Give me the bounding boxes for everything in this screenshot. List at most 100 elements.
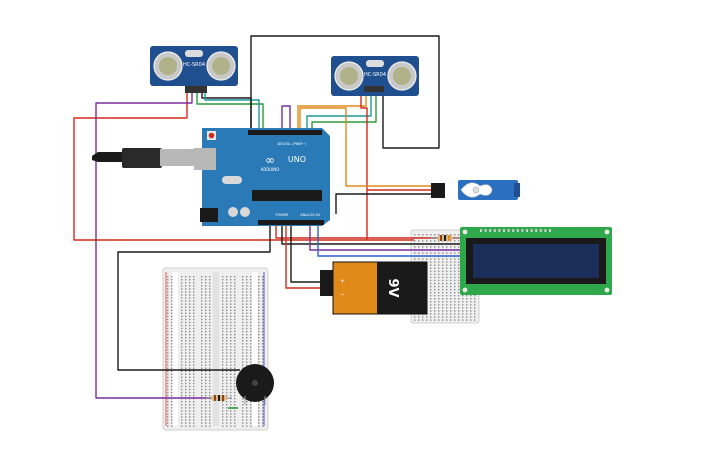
breadboard-hole [167, 404, 169, 406]
breadboard-hole [250, 340, 252, 342]
breadboard-hole [171, 425, 173, 427]
breadboard-hole [234, 285, 236, 287]
breadboard-hole [189, 373, 191, 375]
breadboard-hole [234, 419, 236, 421]
breadboard-hole [454, 264, 456, 266]
breadboard-hole [171, 309, 173, 311]
piezo-buzzer[interactable] [236, 364, 274, 405]
arduino-logo: ∞ [265, 153, 275, 167]
breadboard-hole [230, 276, 232, 278]
breadboard-hole [185, 391, 187, 394]
breadboard-hole [258, 425, 260, 427]
breadboard-hole [181, 358, 183, 360]
breadboard-hole [189, 355, 191, 357]
resistor-lcd[interactable] [430, 235, 462, 241]
breadboard-hole [430, 301, 432, 303]
breadboard-hole [185, 382, 187, 385]
arduino-uno[interactable]: ∞ UNO ARDUINO DIGITAL (PWM~) POWER ANALO… [194, 128, 330, 226]
breadboard-hole [171, 312, 173, 314]
breadboard-hole [193, 333, 195, 336]
breadboard-hole [258, 297, 260, 299]
breadboard-hole [171, 413, 173, 415]
breadboard-hole [193, 355, 195, 357]
lcd-pin [512, 229, 515, 232]
resistor-buzzer[interactable] [206, 395, 232, 401]
breadboard-hole [234, 337, 236, 339]
breadboard-hole [434, 285, 436, 288]
breadboard-hole [438, 276, 440, 279]
breadboard-hole [193, 413, 195, 415]
breadboard-hole [201, 288, 203, 290]
breadboard-hole [171, 367, 173, 369]
breadboard-hole [189, 294, 191, 296]
breadboard-hole [262, 303, 264, 305]
breadboard-hole [189, 425, 191, 427]
breadboard-hole [193, 318, 195, 321]
breadboard-hole [262, 419, 264, 421]
breadboard-hole [171, 352, 173, 354]
ultrasonic-sensor-left[interactable]: HC-SR04 [150, 46, 238, 93]
breadboard-hole [234, 385, 236, 388]
breadboard-hole [454, 298, 456, 300]
breadboard-hole [250, 355, 252, 357]
breadboard-hole [262, 276, 264, 278]
breadboard-hole [201, 382, 203, 385]
breadboard-hole [438, 313, 440, 315]
servo-motor[interactable] [431, 180, 520, 200]
breadboard-hole [205, 346, 207, 348]
breadboard-hole [201, 282, 203, 284]
breadboard-hole [242, 401, 244, 403]
breadboard-hole [418, 316, 420, 318]
breadboard-hole [226, 361, 228, 363]
breadboard-hole [189, 340, 191, 342]
breadboard-hole [258, 340, 260, 342]
sensor-right-label: HC-SR04 [364, 72, 386, 78]
breadboard-hole [430, 252, 432, 254]
breadboard-hole [205, 312, 207, 314]
breadboard-hole [205, 410, 207, 412]
breadboard-hole [246, 416, 248, 418]
breadboard-hole [189, 361, 191, 363]
breadboard-hole [193, 279, 195, 281]
breadboard-hole [230, 349, 232, 351]
breadboard-hole [171, 407, 173, 409]
breadboard-hole [458, 240, 460, 242]
breadboard-hole [193, 276, 195, 278]
breadboard-hole [426, 319, 428, 321]
breadboard-hole [234, 300, 236, 302]
breadboard-hole [250, 306, 252, 308]
breadboard-hole [262, 349, 264, 351]
breadboard-hole [434, 240, 436, 242]
breadboard-hole [458, 267, 460, 269]
breadboard-hole [205, 349, 207, 351]
breadboard-hole [205, 373, 207, 375]
breadboard-hole [250, 404, 252, 406]
breadboard-hole [442, 319, 444, 321]
breadboard-large[interactable] [162, 267, 269, 431]
lcd-display[interactable] [460, 227, 612, 295]
ultrasonic-sensor-right[interactable]: HC-SR04 [331, 56, 419, 96]
breadboard-hole [250, 419, 252, 421]
breadboard-hole [250, 349, 252, 351]
breadboard-hole [262, 422, 264, 424]
breadboard-hole [250, 315, 252, 318]
breadboard-hole [242, 288, 244, 290]
breadboard-hole [181, 279, 183, 281]
breadboard-hole [466, 316, 468, 318]
breadboard-hole [167, 291, 169, 293]
breadboard-hole [189, 346, 191, 348]
breadboard-hole [185, 379, 187, 382]
breadboard-hole [466, 295, 468, 297]
breadboard-hole [246, 340, 248, 342]
breadboard-hole [181, 330, 183, 333]
breadboard-hole [226, 324, 228, 327]
breadboard-hole [230, 294, 232, 296]
breadboard-hole [226, 303, 228, 305]
breadboard-hole [201, 318, 203, 321]
breadboard-hole [438, 319, 440, 321]
breadboard-hole [167, 276, 169, 278]
breadboard-hole [201, 367, 203, 369]
battery-9v[interactable]: 9V + − [320, 261, 428, 315]
breadboard-hole [205, 306, 207, 308]
breadboard-hole [450, 304, 452, 306]
